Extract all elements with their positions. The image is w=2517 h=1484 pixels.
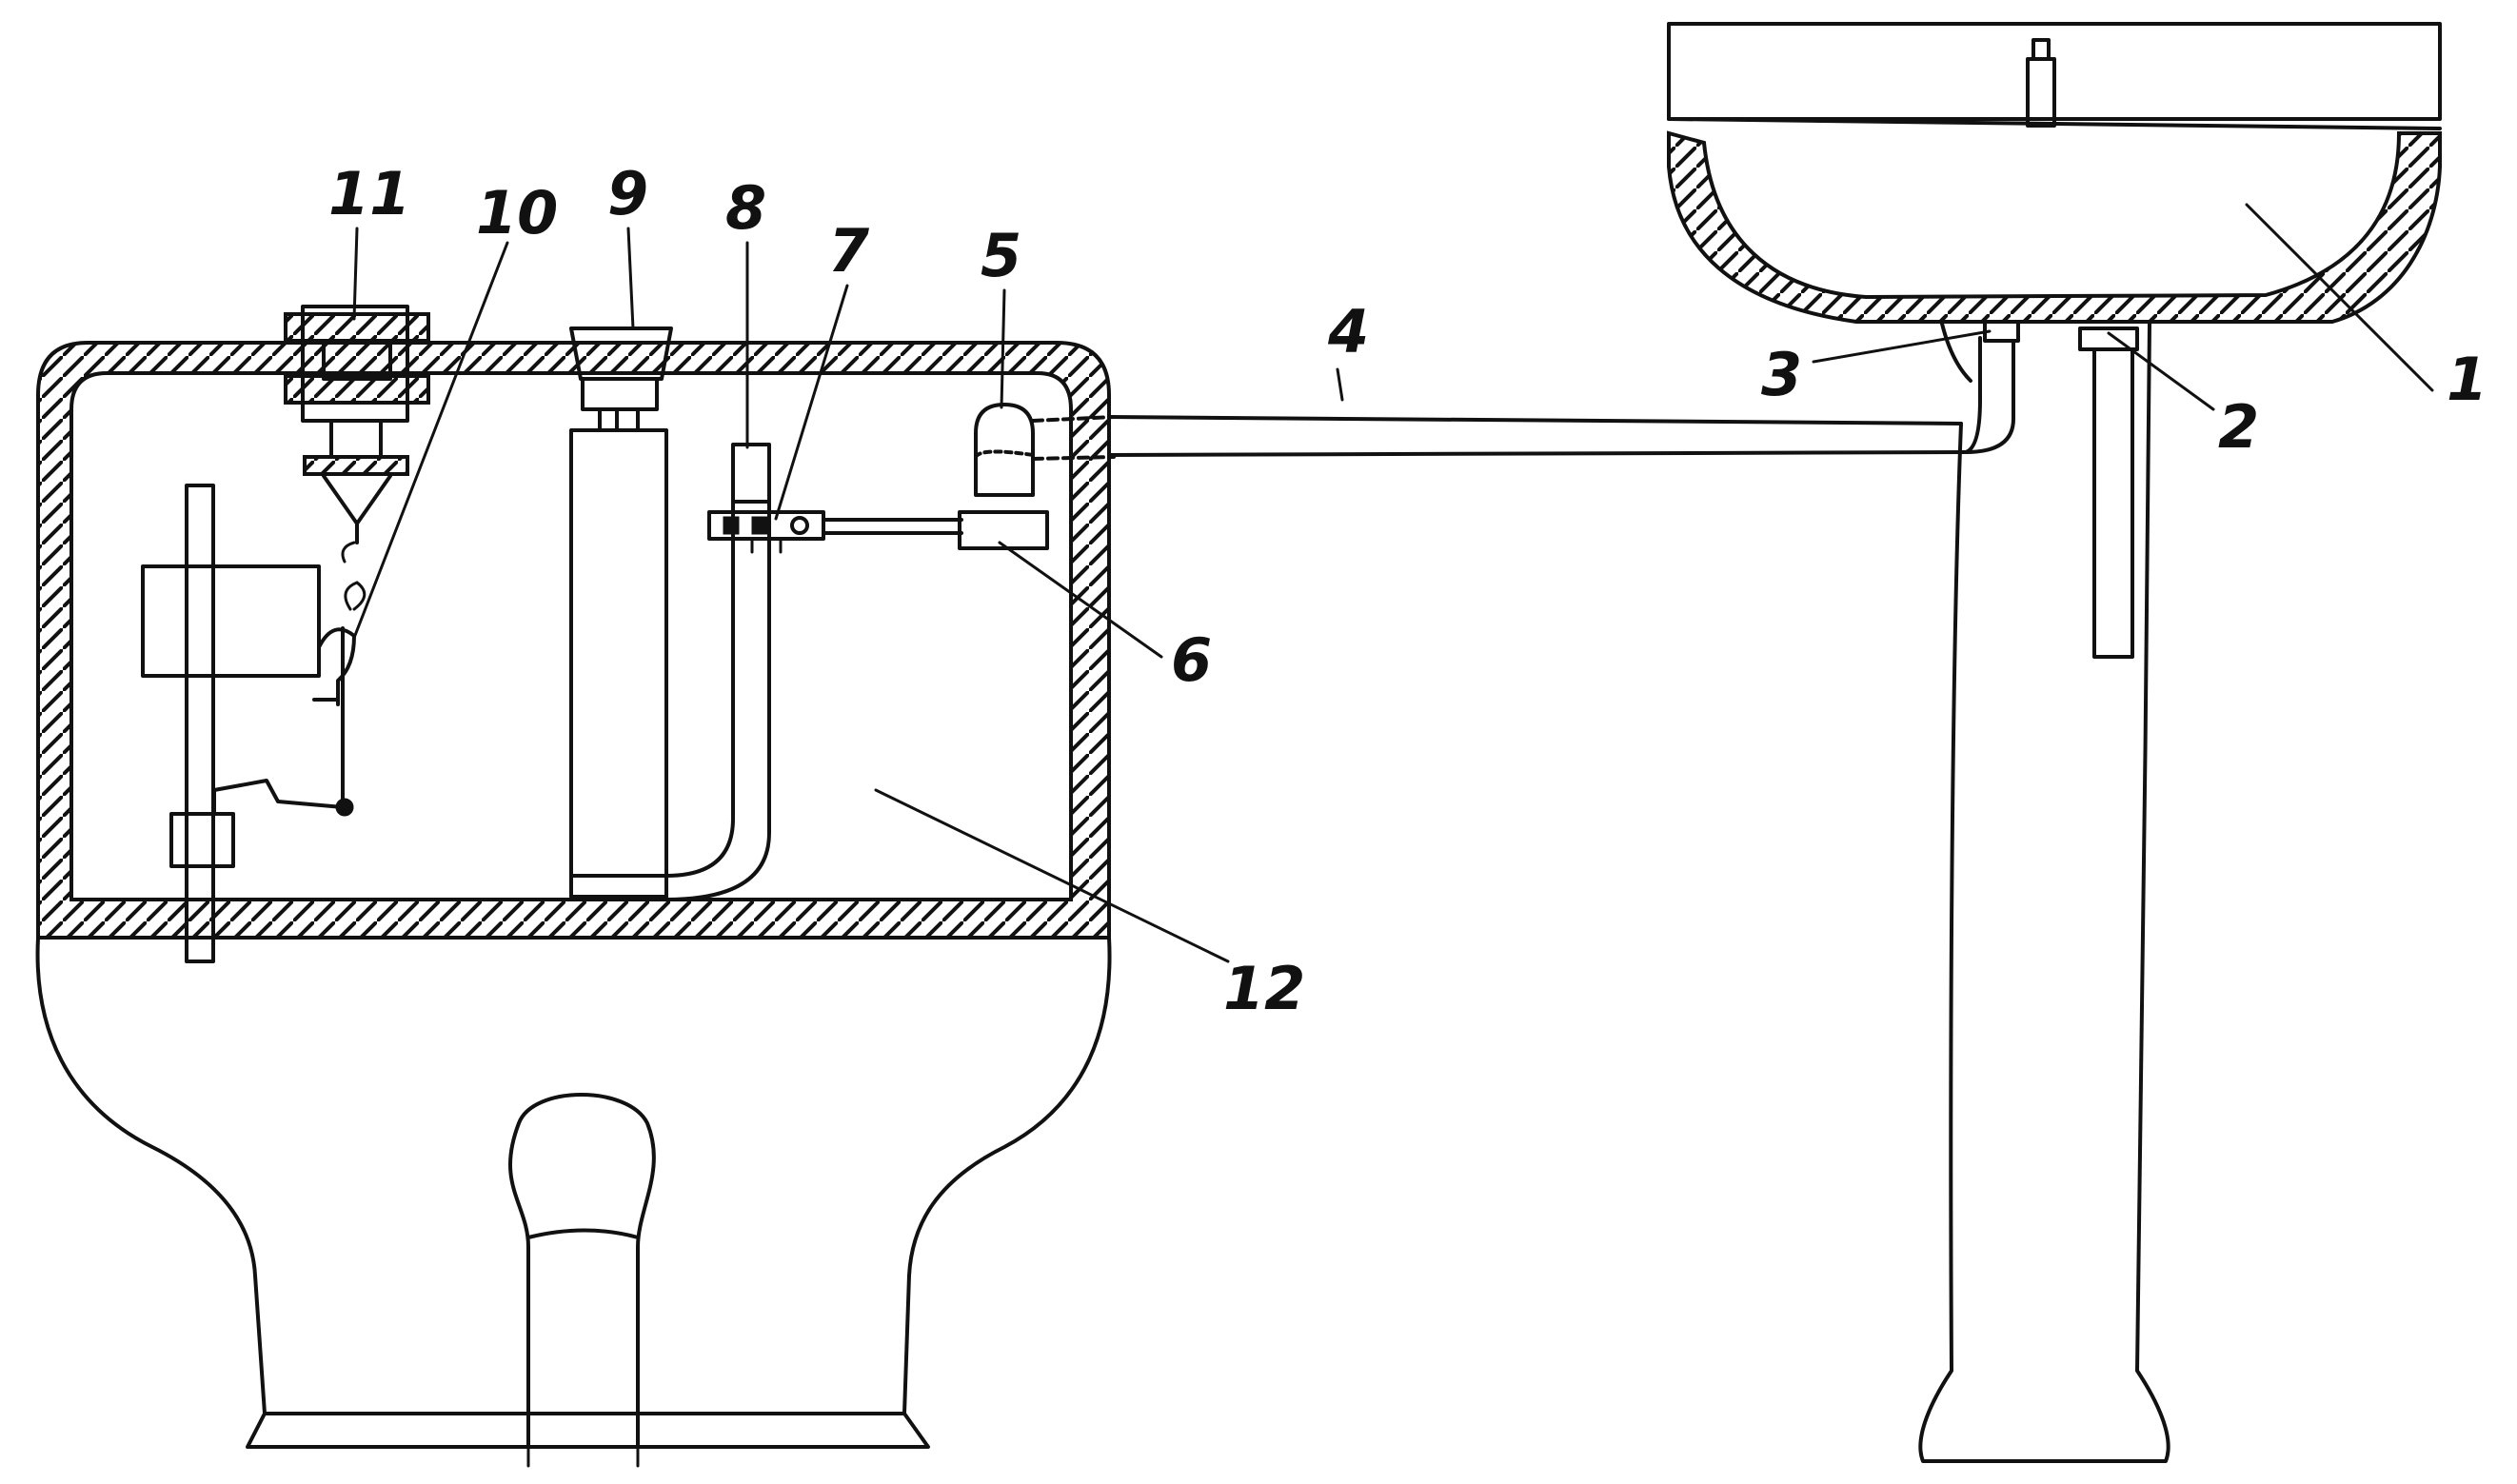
label-6: 6 bbox=[1171, 625, 1212, 695]
connector-5 bbox=[974, 403, 1116, 497]
reference-numbers: 1 2 3 4 5 6 7 8 9 10 11 12 bbox=[328, 159, 2487, 1023]
label-12: 12 bbox=[1223, 954, 1305, 1023]
label-11: 11 bbox=[328, 159, 410, 228]
connecting-pipe-4 bbox=[1107, 415, 1968, 457]
label-7: 7 bbox=[828, 216, 870, 286]
float-box bbox=[141, 564, 321, 678]
basin-shell bbox=[1667, 130, 2442, 324]
pedestal bbox=[1918, 322, 2170, 1463]
label-8: 8 bbox=[725, 173, 766, 243]
faucet bbox=[2026, 57, 2056, 128]
label-9: 9 bbox=[607, 159, 648, 228]
label-3: 3 bbox=[1761, 340, 1802, 409]
siphon-pipe-8 bbox=[664, 443, 771, 901]
toilet-bowl bbox=[35, 936, 1112, 1468]
hook-10 bbox=[317, 627, 356, 706]
label-2: 2 bbox=[2218, 392, 2259, 462]
float-6 bbox=[958, 510, 1049, 550]
valve-body bbox=[169, 812, 235, 868]
label-1: 1 bbox=[2447, 345, 2487, 414]
leader-lines bbox=[352, 203, 2434, 963]
label-4: 4 bbox=[1327, 297, 1369, 366]
float-arm bbox=[822, 510, 1049, 550]
washbasin bbox=[1667, 22, 2442, 659]
inlet-pipe bbox=[185, 484, 215, 963]
label-10: 10 bbox=[476, 178, 558, 247]
inlet-valve-assembly bbox=[141, 484, 367, 963]
valve-7 bbox=[707, 510, 825, 554]
label-5: 5 bbox=[981, 221, 1021, 290]
flush-button-11 bbox=[284, 305, 430, 544]
flush-valve-9 bbox=[569, 326, 673, 899]
